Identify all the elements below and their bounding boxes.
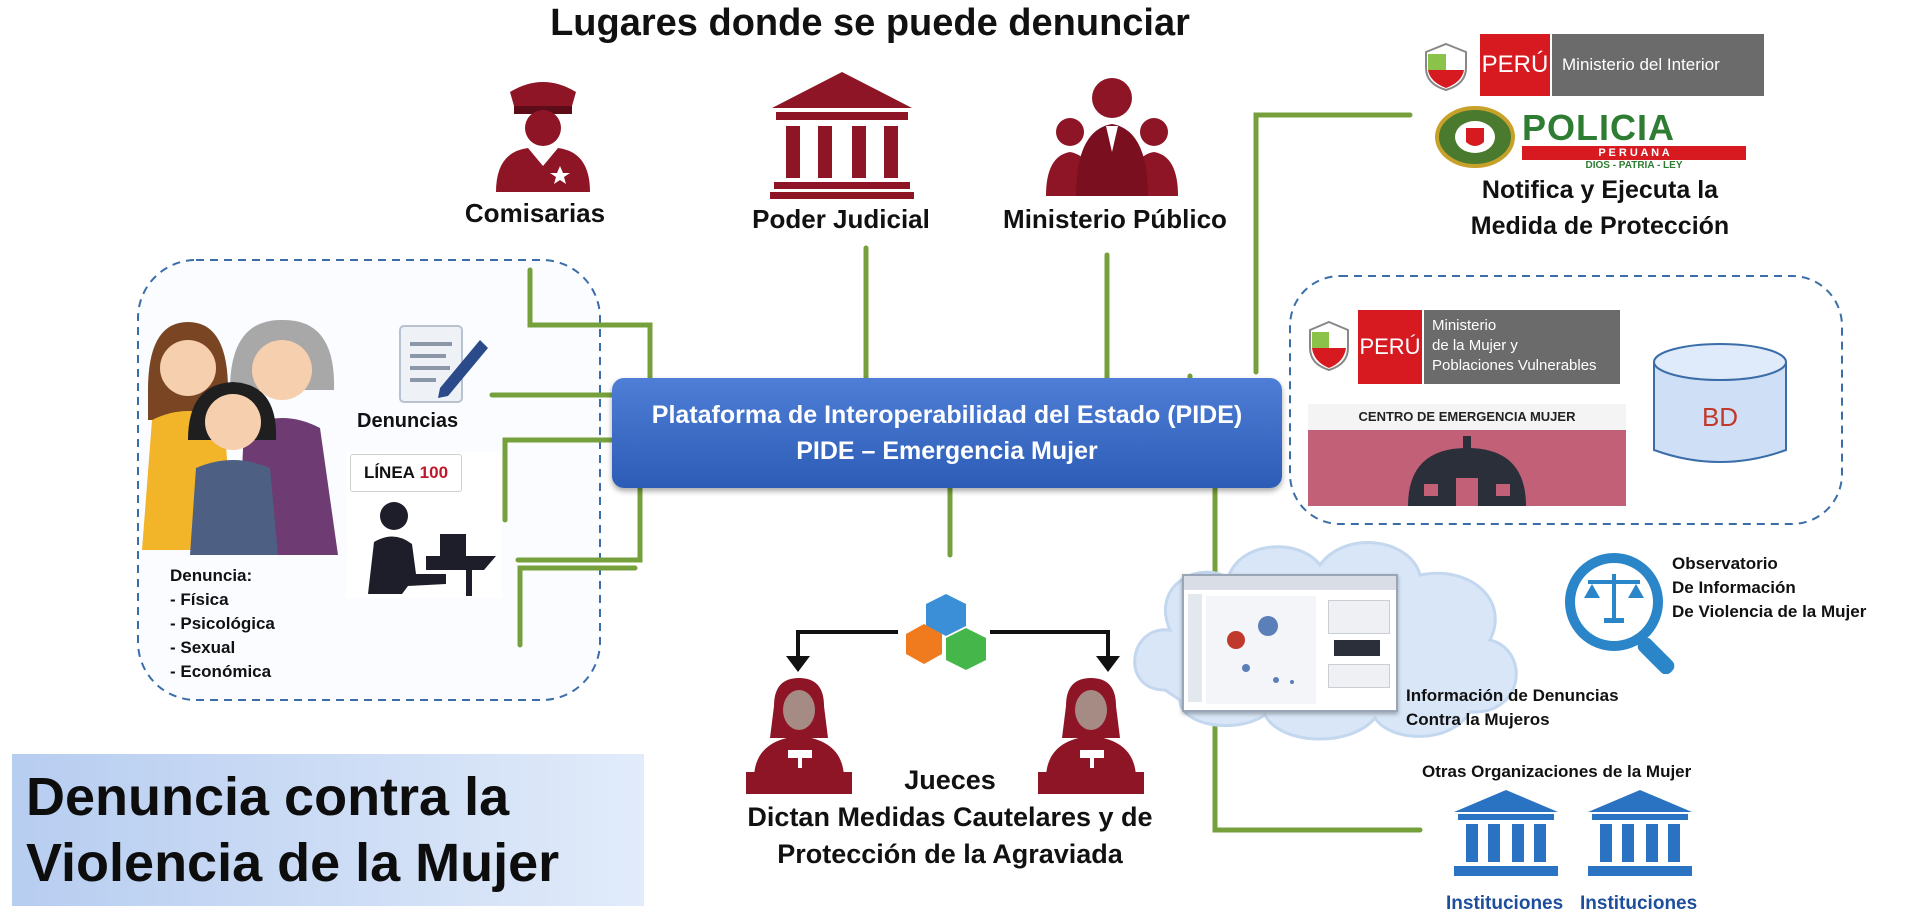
- connector-comisarias: [527, 267, 653, 383]
- police-officer-icon: [496, 82, 590, 192]
- observatory-line1: Observatorio: [1672, 554, 1778, 573]
- policia-word: POLICIA: [1522, 107, 1676, 148]
- institution-icon: [1454, 790, 1558, 876]
- mimp-ministry-label: Ministerio de la Mujer y Poblaciones Vul…: [1424, 310, 1620, 384]
- mimp-ministry-line2: de la Mujer y: [1432, 337, 1518, 354]
- police-badge-icon: [1435, 106, 1515, 168]
- info-line1: Información de Denuncias: [1406, 686, 1619, 705]
- mimp-group-border: [1289, 275, 1843, 525]
- shelter-icon: [1408, 436, 1526, 506]
- linea-100-logo: LÍNEA 100: [350, 454, 462, 492]
- document-icon: [399, 325, 488, 403]
- courthouse-icon: [770, 72, 914, 199]
- denuncias-label: Denuncias: [357, 410, 459, 432]
- interior-caption-line2: Medida de Protección: [1470, 212, 1730, 240]
- cubes-icon: [906, 594, 986, 670]
- ministerio-publico-label: Ministerio Público: [1003, 204, 1227, 234]
- pide-subtitle: PIDE – Emergencia Mujer: [796, 437, 1098, 465]
- magnifier-scales-icon: [1565, 553, 1675, 674]
- judges-label: Jueces: [904, 765, 996, 795]
- linea-prefix: LÍNEA: [363, 463, 415, 482]
- interior-caption-line1: Notifica y Ejecuta la: [1481, 176, 1719, 204]
- mimp-logo: PERÚ Ministerio de la Mujer y Poblacione…: [1300, 310, 1620, 384]
- judges-line1: Dictan Medidas Cautelares y de: [747, 802, 1153, 832]
- observatory-line2: De Información: [1672, 578, 1796, 597]
- women-group-illustration: [142, 319, 338, 555]
- denuncia-type-item: - Sexual: [170, 638, 236, 657]
- interior-ministry-logo: PERÚ Ministerio del Interior: [1412, 34, 1764, 96]
- denuncia-types-heading: Denuncia:: [170, 566, 253, 585]
- peru-coat-of-arms-icon: [1425, 42, 1467, 92]
- denuncia-type-item: - Psicológica: [170, 614, 275, 633]
- connector-linea: [502, 437, 615, 523]
- dashboard-titlebar: [1184, 576, 1396, 590]
- dashboard-panel-light: [1328, 664, 1390, 688]
- panel-line1: Denuncia contra la: [26, 767, 510, 827]
- dashboard-thumbnail: [1182, 574, 1398, 712]
- database-icon: [1653, 343, 1787, 463]
- interior-caption: Notifica y Ejecuta la Medida de Protecci…: [1440, 172, 1760, 244]
- observatory-line3: De Violencia de la Mujer: [1672, 602, 1867, 621]
- linea-number: 100: [419, 463, 449, 482]
- prosecutors-icon: [1046, 78, 1178, 196]
- panel-line2: Violencia de la Mujer: [26, 833, 560, 893]
- police-motto: DIOS - PATRIA - LEY: [1585, 160, 1683, 171]
- database-label: BD: [1701, 402, 1739, 432]
- cem-title: CENTRO DE EMERGENCIA MUJER: [1308, 404, 1626, 430]
- pide-title: Plataforma de Interoperabilidad del Esta…: [651, 401, 1243, 429]
- title-panel: Denuncia contra la Violencia de la Mujer: [12, 754, 644, 906]
- denuncia-type-item: - Física: [170, 590, 229, 609]
- connector-linea-b: [515, 485, 643, 563]
- info-caption: Información de Denuncias Contra la Mujer…: [1406, 684, 1619, 732]
- denuncia-type-item: - Económica: [170, 662, 272, 681]
- peru-coat-of-arms-icon: [1309, 320, 1349, 372]
- dashboard-table: [1328, 600, 1390, 634]
- institution-label: Instituciones: [1580, 893, 1698, 914]
- dashboard-panel-dark: [1334, 640, 1380, 656]
- mimp-ministry-line3: Poblaciones Vulnerables: [1432, 357, 1597, 374]
- arrow-right-head: [1096, 656, 1120, 672]
- others-title: Otras Organizaciones de la Mujer: [1422, 762, 1692, 781]
- poder-judicial-label: Poder Judicial: [752, 204, 930, 234]
- interior-peru-label: PERÚ: [1480, 34, 1550, 96]
- institution-icon: [1588, 790, 1692, 876]
- judge-right-icon: [1038, 678, 1144, 794]
- observatory-caption: Observatorio De Información De Violencia…: [1672, 552, 1866, 624]
- judges-line2: Protección de la Agraviada: [777, 839, 1123, 869]
- connector-interior: [1253, 112, 1413, 375]
- dashboard-chart-icon: [1206, 596, 1316, 704]
- mimp-ministry-line1: Ministerio: [1432, 317, 1497, 334]
- institution-label: Instituciones: [1446, 893, 1564, 914]
- cem-card: CENTRO DE EMERGENCIA MUJER: [1308, 404, 1626, 506]
- phone-operator-icon: [368, 502, 496, 596]
- info-line2: Contra la Mujeros: [1406, 710, 1550, 729]
- denuncia-types-list: Denuncia: - Física - Psicológica - Sexua…: [170, 564, 275, 684]
- arrow-right-line: [990, 630, 1110, 660]
- connector-types: [517, 565, 638, 648]
- arrow-left-head: [786, 656, 810, 672]
- comisarias-label: Comisarias: [464, 198, 606, 228]
- interior-ministry-label: Ministerio del Interior: [1552, 34, 1764, 96]
- dashboard-sidebar: [1188, 594, 1202, 702]
- peruana-word: P E R U A N A: [1522, 146, 1746, 160]
- arrow-left-line: [796, 630, 898, 660]
- policia-wordmark: POLICIA P E R U A N A DIOS - PATRIA - LE…: [1522, 110, 1746, 172]
- mimp-peru-label: PERÚ: [1358, 310, 1422, 384]
- page-title: Lugares donde se puede denunciar: [550, 2, 1190, 44]
- judges-caption: Jueces Dictan Medidas Cautelares y de Pr…: [700, 762, 1200, 873]
- pide-platform-box: Plataforma de Interoperabilidad del Esta…: [612, 378, 1282, 488]
- judge-arrows: [796, 630, 1110, 660]
- judge-left-icon: [746, 678, 852, 794]
- linea-100-card: LÍNEA 100: [346, 452, 502, 598]
